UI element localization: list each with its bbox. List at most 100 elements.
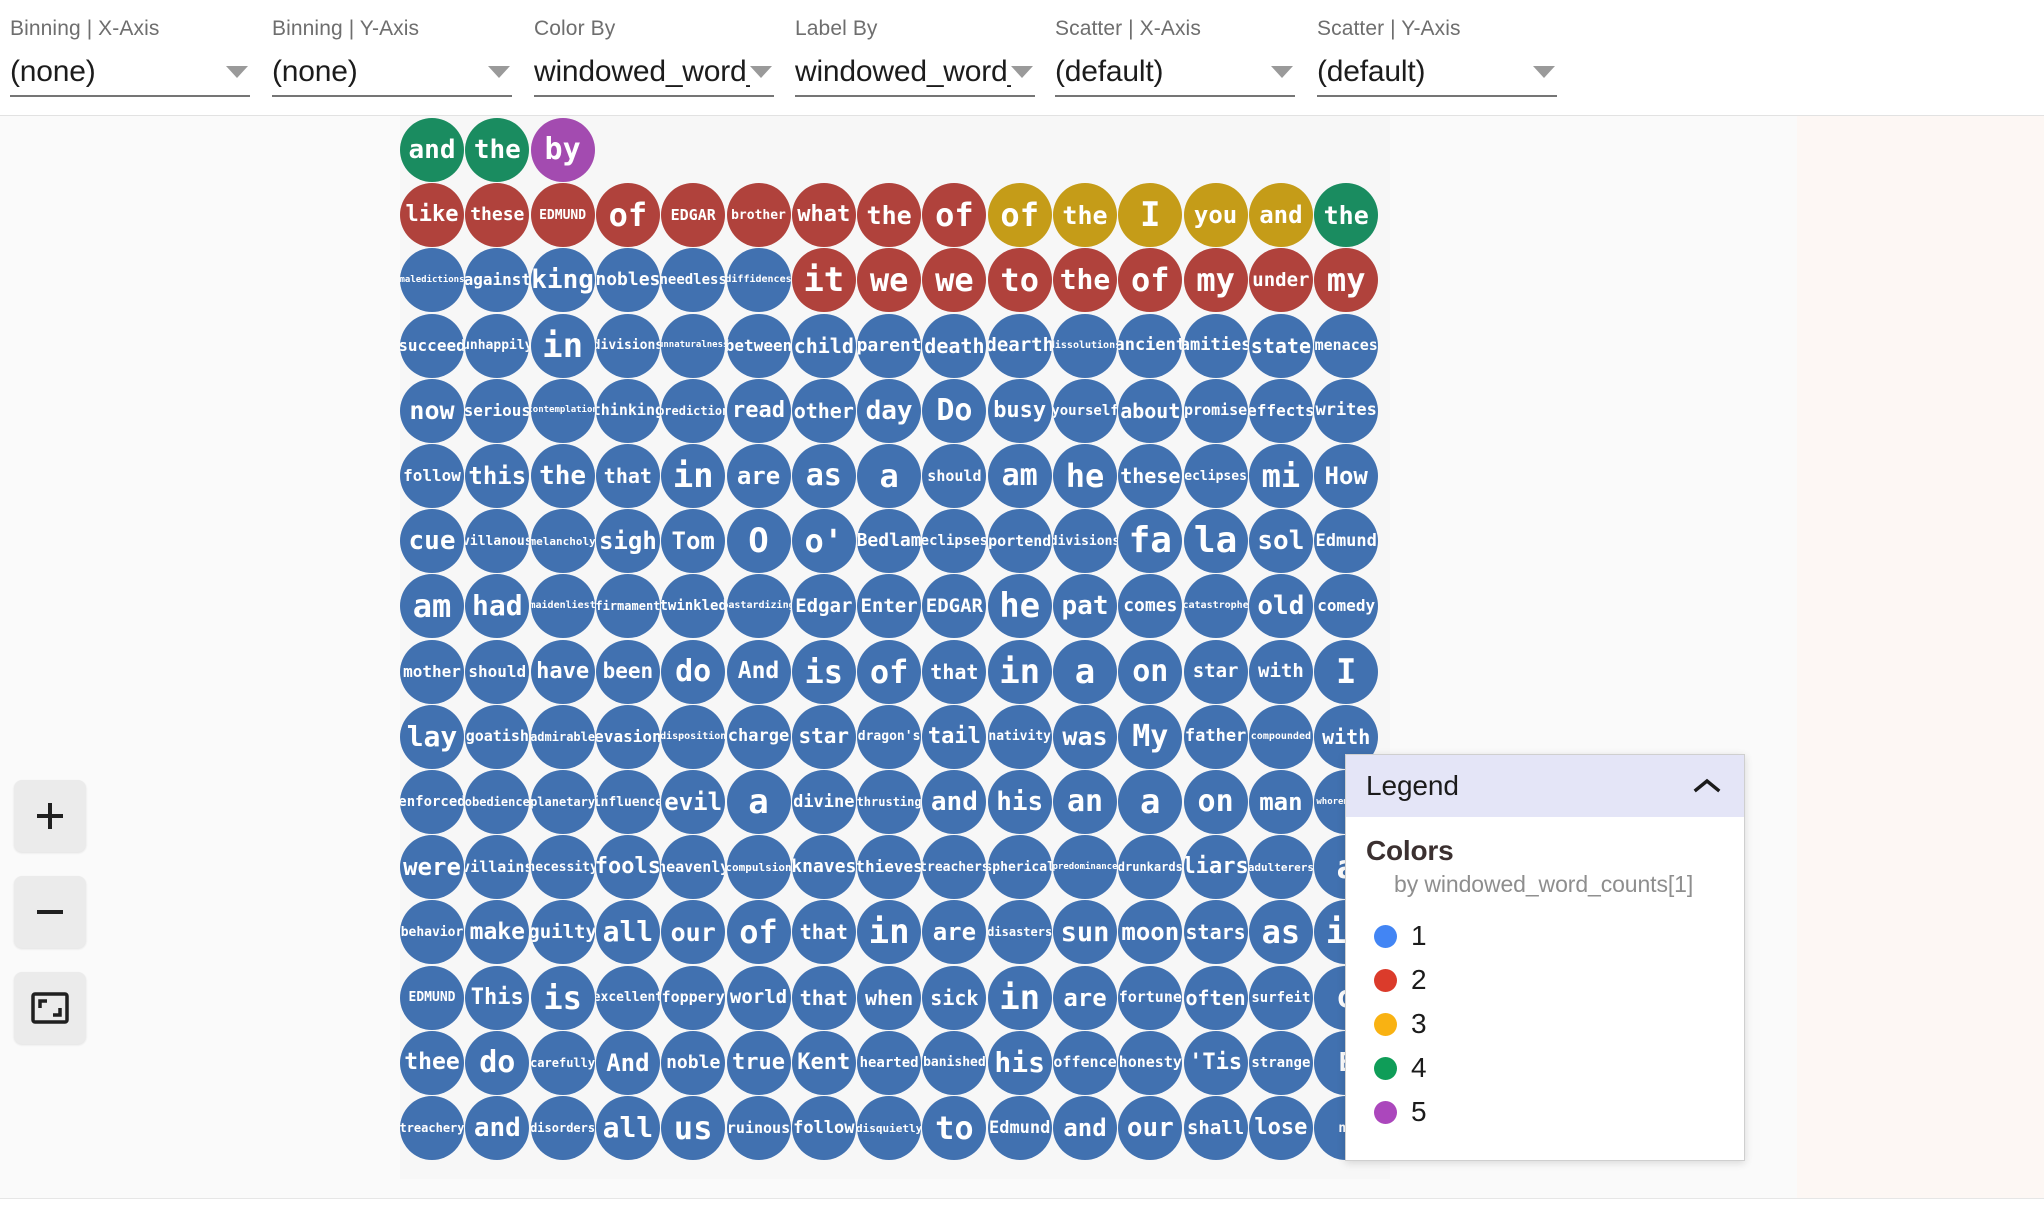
bubble-point[interactable]: the bbox=[1053, 183, 1117, 248]
bubble-point[interactable]: man bbox=[1248, 770, 1313, 834]
bubble-point[interactable]: treachers bbox=[922, 835, 987, 900]
binning-y-axis-select[interactable]: (none) bbox=[272, 49, 512, 97]
bubble-point[interactable]: are bbox=[726, 444, 791, 508]
bubble-point[interactable]: ancient bbox=[1118, 313, 1183, 378]
bubble-point[interactable]: do bbox=[661, 639, 726, 704]
bubble-point[interactable]: Edmund bbox=[987, 1096, 1052, 1160]
bubble-point[interactable]: in bbox=[661, 444, 726, 508]
bubble-point[interactable]: as bbox=[791, 444, 856, 508]
bubble-point[interactable]: fools bbox=[595, 835, 660, 900]
bubble-point[interactable]: amities bbox=[1183, 313, 1248, 378]
bubble-point[interactable]: about bbox=[1118, 378, 1183, 443]
bubble-point[interactable]: eclipses bbox=[922, 509, 987, 574]
bubble-point[interactable]: the bbox=[1314, 183, 1379, 248]
chevron-down-icon[interactable] bbox=[1011, 66, 1033, 78]
legend-item[interactable]: 4 bbox=[1366, 1046, 1724, 1090]
label-by-select[interactable]: windowed_word_c bbox=[795, 49, 1035, 97]
bubble-point[interactable]: disorders bbox=[530, 1096, 595, 1160]
bubble-point[interactable]: Enter bbox=[857, 574, 922, 639]
bubble-point[interactable]: of bbox=[1118, 248, 1183, 313]
bubble-point[interactable]: day bbox=[857, 378, 922, 443]
bubble-point[interactable]: old bbox=[1248, 574, 1313, 639]
bubble-point[interactable]: read bbox=[726, 378, 791, 443]
bubble-point[interactable]: melancholy bbox=[530, 509, 595, 574]
bubble-point[interactable]: the bbox=[857, 183, 922, 248]
bubble-point[interactable]: his bbox=[987, 770, 1052, 834]
bubble-point[interactable]: banished bbox=[922, 1030, 987, 1095]
bubble-point[interactable]: a bbox=[1053, 639, 1117, 704]
bubble-point[interactable]: that bbox=[791, 900, 856, 965]
bubble-point[interactable]: This bbox=[465, 965, 530, 1030]
bubble-point[interactable]: evasion bbox=[595, 704, 660, 769]
bubble-point[interactable]: nativity bbox=[987, 704, 1052, 769]
bubble-point[interactable]: sick bbox=[922, 965, 987, 1030]
bubble-point[interactable]: O bbox=[726, 509, 791, 574]
bubble-point[interactable]: knaves bbox=[791, 835, 856, 900]
bubble-point[interactable]: ruinous bbox=[726, 1096, 791, 1160]
bubble-point[interactable]: necessity bbox=[530, 835, 595, 900]
bubble-point[interactable]: my bbox=[1314, 248, 1379, 313]
bubble-point[interactable]: drunkards bbox=[1118, 835, 1183, 900]
bubble-point[interactable]: adulterers bbox=[1248, 835, 1313, 900]
bubble-point[interactable]: writes bbox=[1314, 378, 1379, 443]
bubble-point[interactable]: charge bbox=[726, 704, 791, 769]
bubble-point[interactable]: this bbox=[465, 444, 530, 508]
bubble-point[interactable]: spherical bbox=[987, 835, 1052, 900]
bubble-point[interactable]: star bbox=[1183, 639, 1248, 704]
bubble-point[interactable]: to bbox=[922, 1096, 987, 1160]
bubble-point[interactable]: excellent bbox=[595, 965, 660, 1030]
chevron-down-icon[interactable] bbox=[1533, 66, 1555, 78]
bubble-point[interactable]: divisions bbox=[1053, 509, 1117, 574]
bubble-point[interactable]: foppery bbox=[661, 965, 726, 1030]
bubble-point[interactable]: carefully bbox=[530, 1030, 595, 1095]
bubble-point[interactable]: is bbox=[791, 639, 856, 704]
bubble-point[interactable]: enforced bbox=[400, 770, 464, 834]
bubble-point[interactable]: been bbox=[595, 639, 660, 704]
bubble-point[interactable]: in bbox=[987, 965, 1052, 1030]
bubble-point[interactable]: needless bbox=[661, 248, 726, 313]
bubble-point[interactable]: fortune bbox=[1118, 965, 1183, 1030]
bubble-point[interactable]: it bbox=[791, 248, 856, 313]
bubble-point[interactable]: thee bbox=[400, 1030, 464, 1095]
legend-item[interactable]: 3 bbox=[1366, 1002, 1724, 1046]
bubble-point[interactable]: disposition bbox=[661, 704, 726, 769]
bubble-point[interactable]: Bedlam bbox=[857, 509, 922, 574]
bubble-point[interactable]: when bbox=[857, 965, 922, 1030]
bubble-point[interactable]: catastrophe bbox=[1183, 574, 1248, 639]
bubble-point[interactable]: king bbox=[530, 248, 595, 313]
bubble-point[interactable]: noble bbox=[661, 1030, 726, 1095]
bubble-point[interactable]: other bbox=[791, 378, 856, 443]
bubble-point[interactable]: and bbox=[400, 118, 464, 182]
bubble-point[interactable]: my bbox=[1183, 248, 1248, 313]
bubble-point[interactable]: state bbox=[1248, 313, 1313, 378]
bubble-point[interactable]: thrusting bbox=[857, 770, 922, 834]
bubble-point[interactable]: now bbox=[400, 378, 464, 443]
bubble-point[interactable]: that bbox=[791, 965, 856, 1030]
bubble-point[interactable]: moon bbox=[1118, 900, 1183, 965]
bubble-point[interactable]: bastardizing bbox=[726, 574, 791, 639]
bubble-point[interactable]: our bbox=[1118, 1096, 1183, 1160]
bubble-point[interactable]: the bbox=[1053, 248, 1117, 313]
bubble-point[interactable]: dearth bbox=[987, 313, 1052, 378]
bubble-point[interactable]: all bbox=[595, 1096, 660, 1160]
bubble-point[interactable]: divisions bbox=[595, 313, 660, 378]
bubble-point[interactable]: contemplation bbox=[530, 378, 595, 443]
bubble-point[interactable]: child bbox=[791, 313, 856, 378]
bubble-point[interactable]: dragon's bbox=[857, 704, 922, 769]
bubble-point[interactable]: I bbox=[1118, 183, 1183, 248]
bubble-point[interactable]: make bbox=[465, 900, 530, 965]
chevron-up-icon[interactable] bbox=[1692, 776, 1722, 796]
bubble-point[interactable]: between bbox=[726, 313, 791, 378]
bubble-point[interactable]: prediction bbox=[661, 378, 726, 443]
bubble-point[interactable]: unhappily bbox=[465, 313, 530, 378]
bubble-point[interactable]: Edmund bbox=[1314, 509, 1379, 574]
bubble-point[interactable]: sun bbox=[1053, 900, 1117, 965]
bubble-point[interactable]: cue bbox=[400, 509, 464, 574]
bubble-point[interactable]: strange bbox=[1248, 1030, 1313, 1095]
bubble-point[interactable]: twinkled bbox=[661, 574, 726, 639]
bubble-point[interactable]: had bbox=[465, 574, 530, 639]
bubble-point[interactable]: stars bbox=[1183, 900, 1248, 965]
bubble-point[interactable]: Tom bbox=[661, 509, 726, 574]
bubble-point[interactable]: are bbox=[1053, 965, 1117, 1030]
